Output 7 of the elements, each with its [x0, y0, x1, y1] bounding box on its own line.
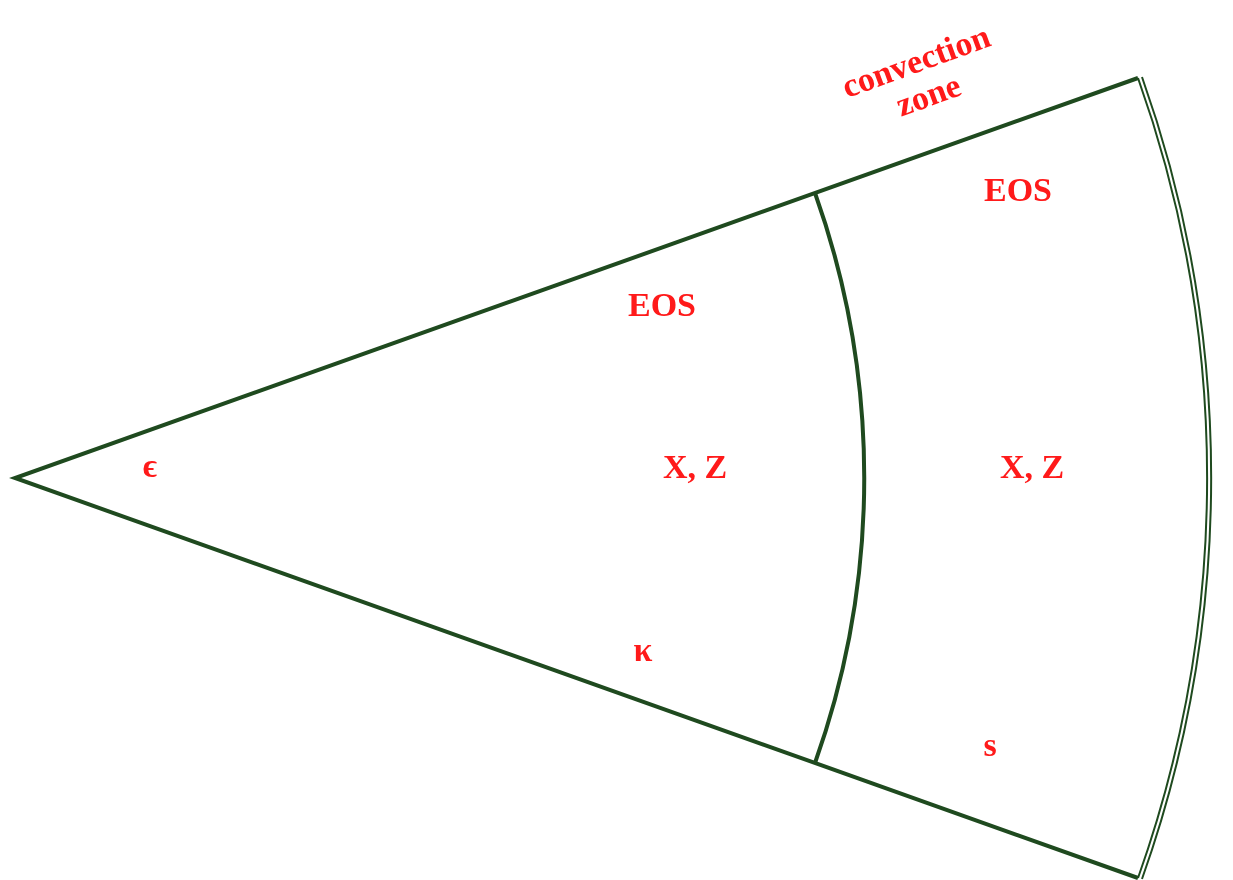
region-label: EOS: [628, 287, 696, 323]
region-label: κ: [633, 632, 653, 668]
region-label: X, Z: [999, 449, 1065, 485]
region-label: X, Z: [662, 449, 728, 485]
region-label: ϵ: [142, 448, 158, 484]
region-label: EOS: [984, 172, 1052, 208]
region-label: s: [983, 727, 997, 763]
